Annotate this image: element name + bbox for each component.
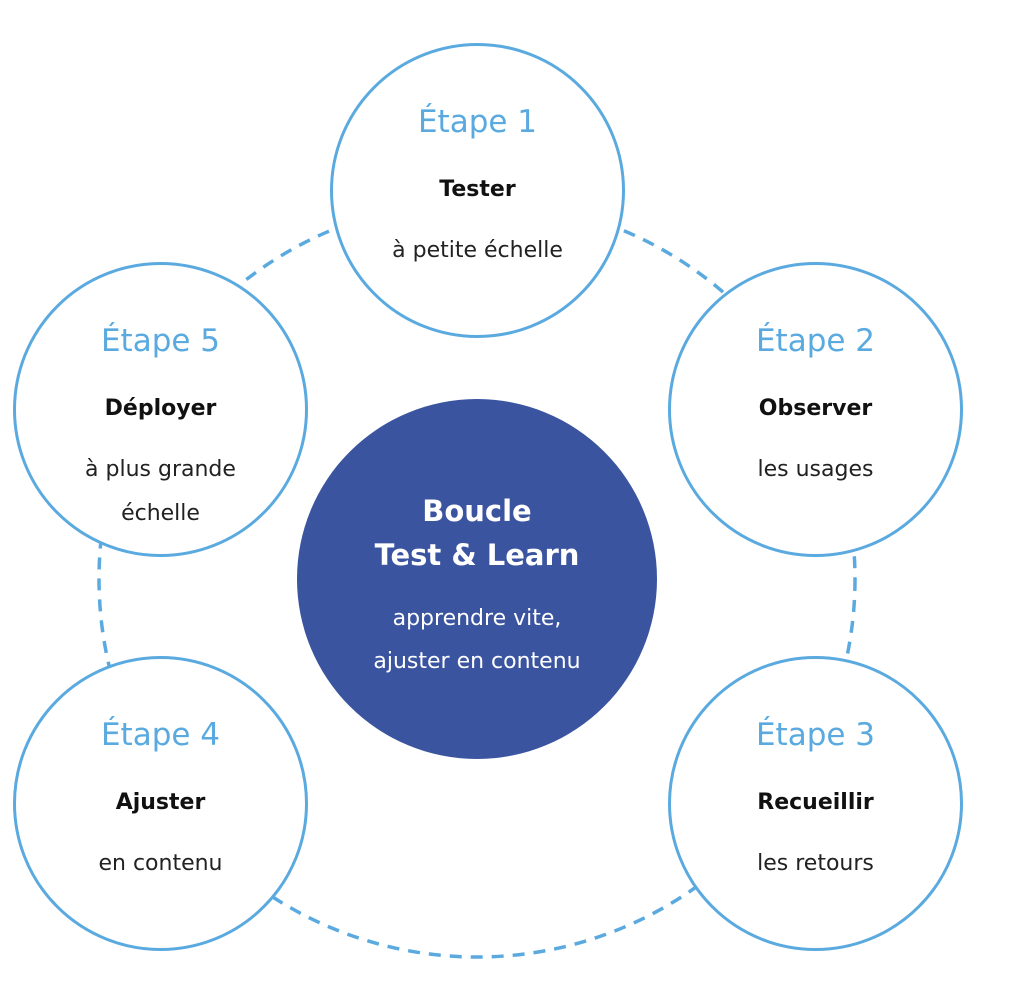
step-3-title: Recueillir — [757, 790, 874, 815]
center-title-line2: Test & Learn — [374, 538, 580, 572]
step-2-title: Observer — [758, 396, 873, 421]
step-4-description: en contenu — [36, 842, 285, 886]
step-4-desc-line1: en contenu — [98, 851, 223, 876]
step-2-circle: Étape 2 Observer les usages — [668, 262, 963, 557]
step-1-circle: Étape 1 Tester à petite échelle — [330, 43, 625, 338]
step-3-circle: Étape 3 Recueillir les retours — [668, 656, 963, 951]
center-title-line1: Boucle — [422, 494, 532, 528]
center-title: Boucle Test & Learn — [297, 489, 657, 577]
step-5-desc-line1: à plus grande — [85, 457, 236, 482]
step-2-description: les usages — [691, 448, 940, 492]
step-3-desc-line1: les retours — [757, 851, 874, 876]
step-5-title: Déployer — [104, 396, 217, 421]
step-1-desc-line1: à petite échelle — [392, 238, 563, 263]
center-loop-circle: Boucle Test & Learn apprendre vite, ajus… — [297, 399, 657, 759]
center-desc-line1: apprendre vite, — [392, 606, 562, 631]
step-5-description: à plus grande échelle — [36, 448, 285, 536]
step-1-label: Étape 1 — [417, 104, 538, 140]
step-1-description: à petite échelle — [353, 229, 602, 273]
step-4-circle: Étape 4 Ajuster en contenu — [13, 656, 308, 951]
step-2-desc-line1: les usages — [757, 457, 874, 482]
step-1-title: Tester — [439, 177, 516, 202]
step-3-label: Étape 3 — [755, 717, 876, 753]
step-5-circle: Étape 5 Déployer à plus grande échelle — [13, 262, 308, 557]
step-3-description: les retours — [691, 842, 940, 886]
step-4-title: Ajuster — [115, 790, 206, 815]
step-2-label: Étape 2 — [755, 323, 876, 359]
step-5-desc-line2: échelle — [121, 501, 200, 526]
center-description: apprendre vite, ajuster en contenu — [317, 597, 637, 683]
step-5-label: Étape 5 — [100, 323, 221, 359]
center-desc-line2: ajuster en contenu — [373, 649, 581, 674]
step-4-label: Étape 4 — [100, 717, 221, 753]
